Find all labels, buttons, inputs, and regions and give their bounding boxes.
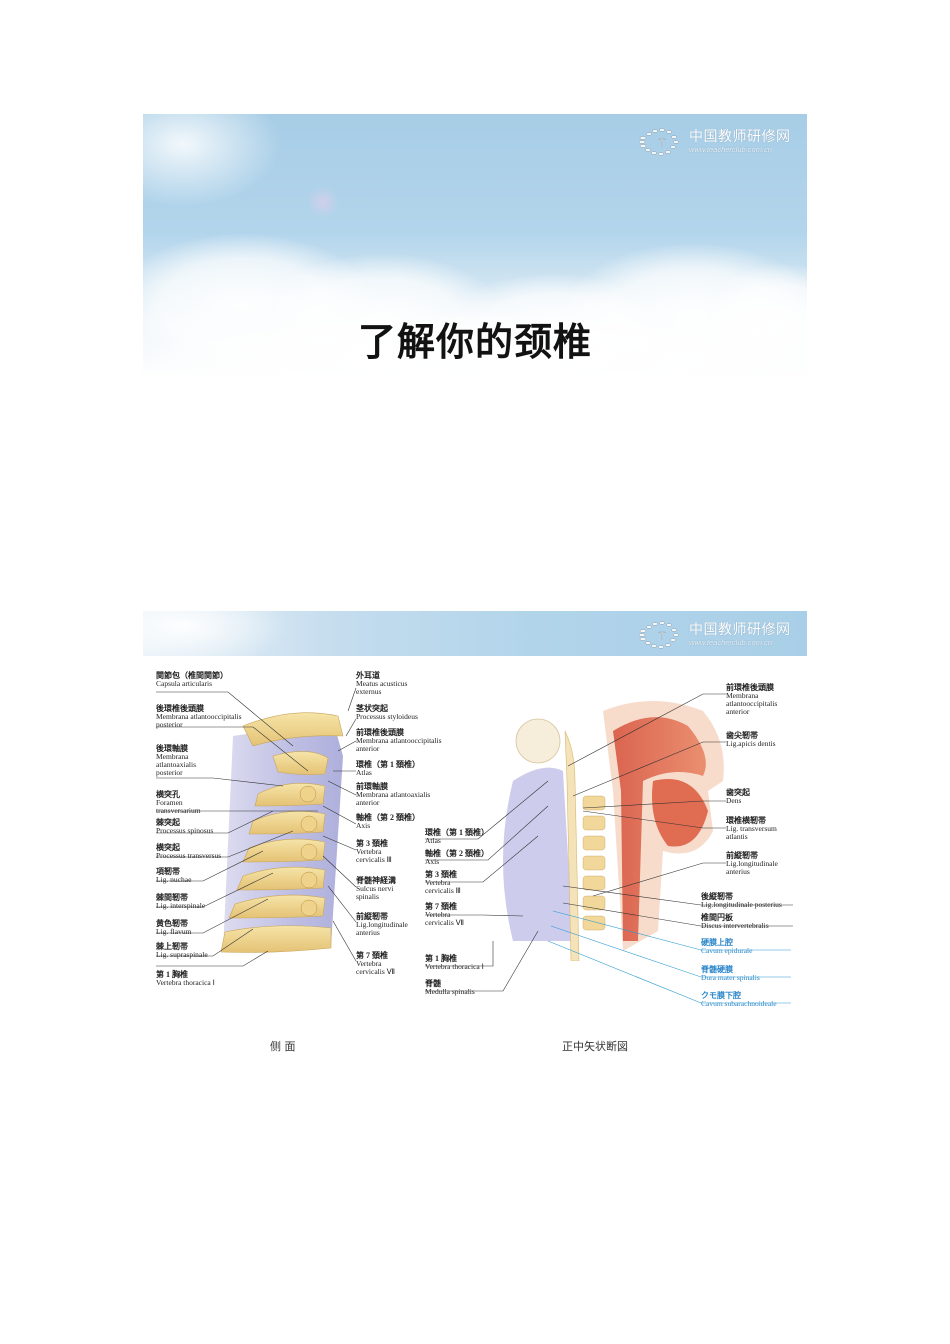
title-slide: T 中国教师研修网 www.teacherclub.com.cn 了解你的颈椎 [143,114,807,379]
logo-name: 中国教师研修网 [689,622,791,639]
logo-url: www.teacherclub.com.cn [689,638,772,648]
teacherclub-logo: T 中国教师研修网 www.teacherclub.com.cn [639,621,791,649]
leader-lines [156,687,793,1004]
anatomy-slide: T 中国教师研修网 www.teacherclub.com.cn [143,611,807,1071]
flower-logo-icon: T [639,621,685,649]
logo-name: 中国教师研修网 [689,129,791,146]
anatomy-label: 関節包（椎間関節）Capsula articularis [156,671,228,689]
anatomy-label: 軸椎（第 2 頚椎）Axis [356,813,420,831]
slide-title: 了解你的颈椎 [357,320,592,364]
figure-caption-sagittal: 正中矢状断図 [562,1040,628,1053]
cervical-spine-lateral-illustration [213,696,363,966]
cervical-spine-sagittal-illustration [483,671,743,961]
anatomy-label: 軸椎（第 2 頚椎）Axis [425,849,489,867]
figure-caption-lateral: 侧 面 [270,1040,296,1053]
svg-text:T: T [658,138,666,149]
anatomy-label: 環椎（第 1 頚椎）Atlas [425,828,489,846]
logo-url: www.teacherclub.com.cn [689,145,772,155]
slide-header-banner: T 中国教师研修网 www.teacherclub.com.cn [143,611,807,656]
svg-text:T: T [658,631,666,642]
flower-logo-icon: T [639,128,685,156]
cloud-decoration [143,314,807,379]
anatomy-label: 環椎（第 1 頚椎）Atlas [356,760,420,778]
teacherclub-logo: T 中国教师研修网 www.teacherclub.com.cn [639,128,791,156]
